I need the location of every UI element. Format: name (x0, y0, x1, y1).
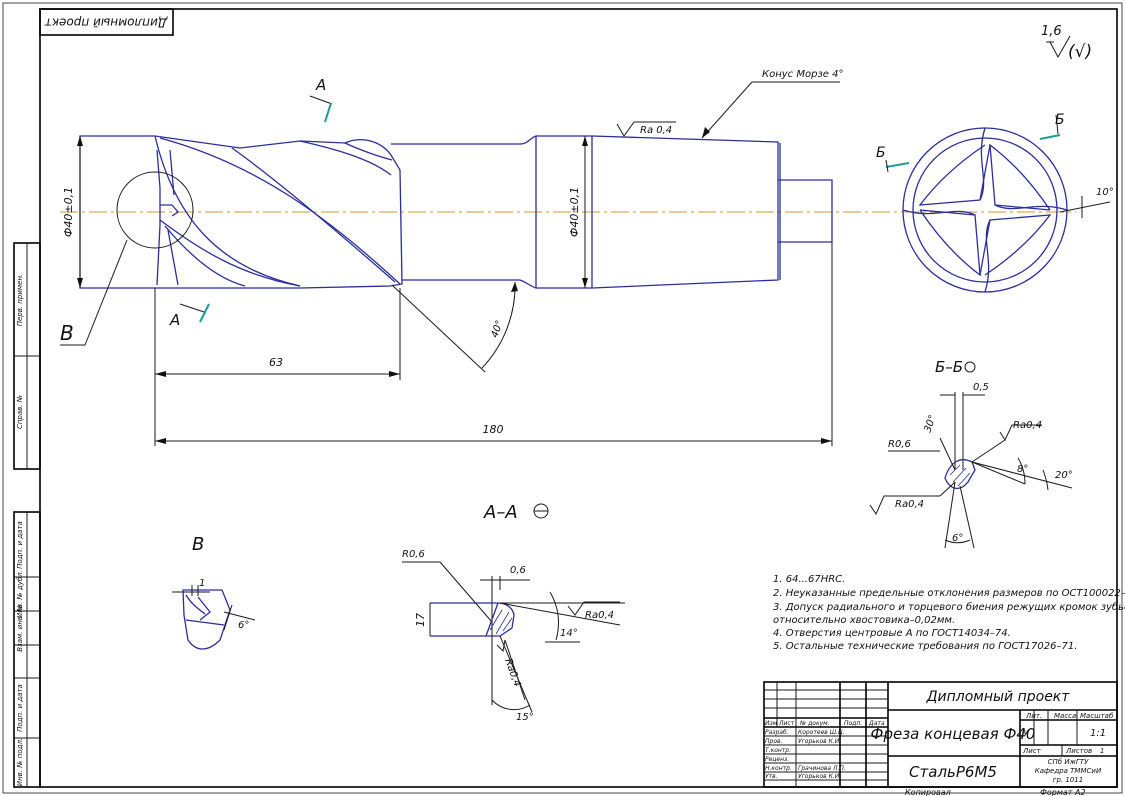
cutter-outline (79, 135, 403, 289)
section-aa: А–А 0,6 R0,6 17 14° Ra0,4 Ra0,4 15° (402, 502, 625, 723)
mass-hdr: Масса (1054, 712, 1076, 720)
side-stamp: Перв. примен. Справ. № Подп. и дата Инв.… (13, 242, 41, 788)
name-razrab: Коротеев Ш.Ц. (798, 729, 845, 736)
name-utv: Угорьков К.И. (798, 773, 841, 780)
role-nkontr: Н.контр. (765, 765, 792, 772)
neck-outline (391, 135, 537, 289)
role-tkontr: Т.контр. (765, 747, 791, 754)
view-v-circle (116, 171, 194, 249)
note-3: 3. Допуск радиального и торцевого биения… (773, 601, 1125, 613)
scale-hdr: Масштаб (1080, 712, 1114, 720)
bb-30: 30° (922, 414, 938, 434)
v-1: 1 (199, 578, 205, 589)
note-2: 2. Неуказанные предельные отклонения раз… (773, 588, 1125, 599)
aa-title: А–А (483, 502, 518, 523)
note-3b: относительно хвостовика–0,02мм. (773, 615, 955, 626)
dia-right-text: Ф40±0,1 (568, 187, 581, 237)
main-view: В Ф40±0,1 Ф40±0,1 А А Конус Морзе 4° Ra … (60, 69, 1076, 446)
lit-val: У (1023, 729, 1029, 739)
part-name: Фреза концевая Ф40 (871, 725, 1036, 743)
format-label: Формат А2 (1040, 788, 1086, 796)
bb-title: Б–Б (935, 358, 963, 376)
bb-ra04-top: Ra0,4 (1013, 420, 1042, 431)
sheets-val: 1 (1100, 747, 1104, 755)
dia-left-text: Ф40±0,1 (62, 187, 75, 237)
roughness-symbol: 1,6 (√) (1041, 24, 1092, 62)
hdr-ndoc: № докум. (799, 720, 830, 727)
bb-05: 0,5 (973, 382, 989, 393)
shank-outline (591, 135, 779, 289)
bb-ra04-left: Ra0,4 (895, 499, 924, 510)
aa-r06: R0,6 (402, 549, 425, 560)
v-title: В (192, 534, 204, 555)
note-5: 5. Остальные технические требования по Г… (773, 640, 1077, 652)
dim-180-text: 180 (483, 423, 504, 436)
top-stamp: Дипломный проект (39, 8, 174, 36)
top-stamp-text: Дипломный проект (44, 16, 168, 30)
side-label-sprav: Справ. № (16, 395, 24, 429)
scale-val: 1:1 (1090, 728, 1106, 739)
hdr-list: Лист (778, 720, 795, 727)
morse-label: Конус Морзе 4° (762, 69, 843, 80)
side-label-podp2: Подп. и дата (16, 684, 24, 732)
v-6: 6° (238, 620, 249, 631)
org-line1: СПб ИжГТУ (1048, 758, 1089, 766)
aa-14: 14° (560, 628, 578, 639)
ra-shank-text: Ra 0,4 (640, 125, 672, 136)
copied-label: Копировал (905, 788, 951, 796)
dim-63-text: 63 (269, 356, 283, 369)
role-utv: Утв. (765, 773, 778, 780)
name-prov: Угорьков К.И. (798, 738, 841, 745)
bb-20: 20° (1055, 470, 1073, 481)
lit-hdr: Лит. (1025, 712, 1042, 720)
aa-ra04-right: Ra0,4 (585, 610, 614, 621)
title-block: Изм Лист № докум. Подп. Дата Разраб. Кор… (763, 681, 1118, 796)
hdr-podp: Подп. (844, 720, 862, 727)
side-label-perv: Перв. примен. (16, 274, 24, 327)
role-recenz: Реценз. (765, 756, 789, 763)
section-b-right: Б (1055, 112, 1065, 128)
view-v-detail: В 1 6° (172, 534, 256, 650)
roughness-value: 1,6 (1041, 24, 1062, 39)
material: СтальР6М5 (909, 763, 997, 781)
name-nkontr: Грачинова Л.П. (798, 765, 846, 772)
end-view: Б Б 10° (876, 112, 1114, 293)
view-v-label: В (60, 321, 74, 345)
side-label-podl: Инв. № подл. (16, 738, 24, 786)
aa-ra04-down: Ra0,4 (502, 657, 522, 688)
sheets-label: Листов (1065, 747, 1092, 755)
section-bb: Б–Б 0,5 R0,6 30° Ra0,4 8° 20° Ra0,4 6° (869, 358, 1073, 549)
side-label-dubl: Инв. № дубл. (16, 570, 24, 618)
angle-10-text: 10° (1096, 187, 1114, 198)
role-prov: Пров. (765, 738, 783, 745)
section-a-top: А (315, 76, 326, 94)
section-b-left: Б (876, 145, 886, 161)
tang-outline (778, 179, 833, 243)
roughness-paren: (√) (1068, 42, 1092, 62)
bb-6: 6° (952, 533, 963, 544)
role-razrab: Разраб. (765, 729, 789, 736)
hdr-data: Дата (868, 720, 885, 727)
side-label-vzam: Взам. инв. № (16, 604, 24, 652)
aa-06: 0,6 (510, 565, 526, 576)
org-line3: гр. 1011 (1053, 776, 1083, 784)
end-view-outer (902, 127, 1068, 293)
aa-17: 17 (414, 613, 427, 627)
aa-15: 15° (516, 712, 534, 723)
hdr-izm: Изм (765, 720, 778, 727)
bb-8: 8° (1017, 464, 1028, 475)
section-a-bottom: А (169, 311, 180, 329)
side-label-podp1: Подп. и дата (16, 521, 24, 569)
note-4: 4. Отверстия центровые А по ГОСТ14034–74… (773, 628, 1011, 639)
note-1: 1. 64...67HRC. (773, 574, 845, 585)
sheet-label: Лист (1022, 747, 1042, 755)
org-line2: Кафедра ТММСиИ (1035, 767, 1102, 775)
technical-notes: 1. 64...67HRC. 2. Неуказанные предельные… (773, 574, 1125, 652)
doc-title: Дипломный проект (926, 689, 1071, 705)
bb-r06: R0,6 (888, 439, 911, 450)
